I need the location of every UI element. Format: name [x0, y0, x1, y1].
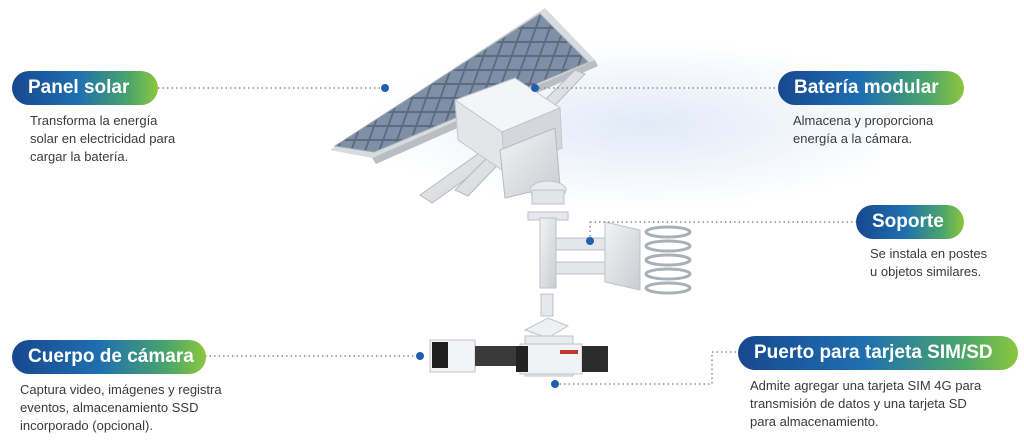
label-camara-title: Cuerpo de cámara	[28, 346, 194, 367]
top-mount-illustration	[529, 180, 567, 205]
label-panel-solar-title: Panel solar	[28, 77, 130, 98]
label-cuerpo-camara: Cuerpo de cámara	[12, 340, 206, 374]
bracket-illustration	[527, 211, 692, 317]
desc-bateria-modular: Almacena y proporciona energía a la cáma…	[793, 113, 934, 146]
camera-illustration	[429, 317, 608, 377]
label-soporte: Soporte	[856, 205, 964, 239]
anchor-dots	[381, 84, 594, 388]
desc-cuerpo-camara: Captura video, imágenes y registra event…	[20, 382, 222, 433]
anchor-dot-panel	[381, 84, 389, 92]
label-panel-solar: Panel solar	[12, 71, 158, 105]
anchor-dot-soporte	[586, 237, 594, 245]
label-puerto-sim-sd: Puerto para tarjeta SIM/SD	[738, 336, 1018, 370]
label-puerto-title: Puerto para tarjeta SIM/SD	[754, 342, 993, 363]
label-bateria-modular: Batería modular	[778, 71, 964, 105]
desc-soporte: Se instala en postes u objetos similares…	[870, 246, 988, 279]
anchor-dot-bateria	[531, 84, 539, 92]
desc-puerto-sim-sd: Admite agregar una tarjeta SIM 4G para t…	[750, 378, 982, 429]
connector-lines	[158, 87, 858, 385]
anchor-dot-puerto	[551, 380, 559, 388]
label-bateria-title: Batería modular	[794, 77, 939, 98]
desc-panel-solar: Transforma la energía solar en electrici…	[30, 113, 176, 164]
label-soporte-title: Soporte	[872, 211, 944, 232]
anchor-dot-camara	[416, 352, 424, 360]
